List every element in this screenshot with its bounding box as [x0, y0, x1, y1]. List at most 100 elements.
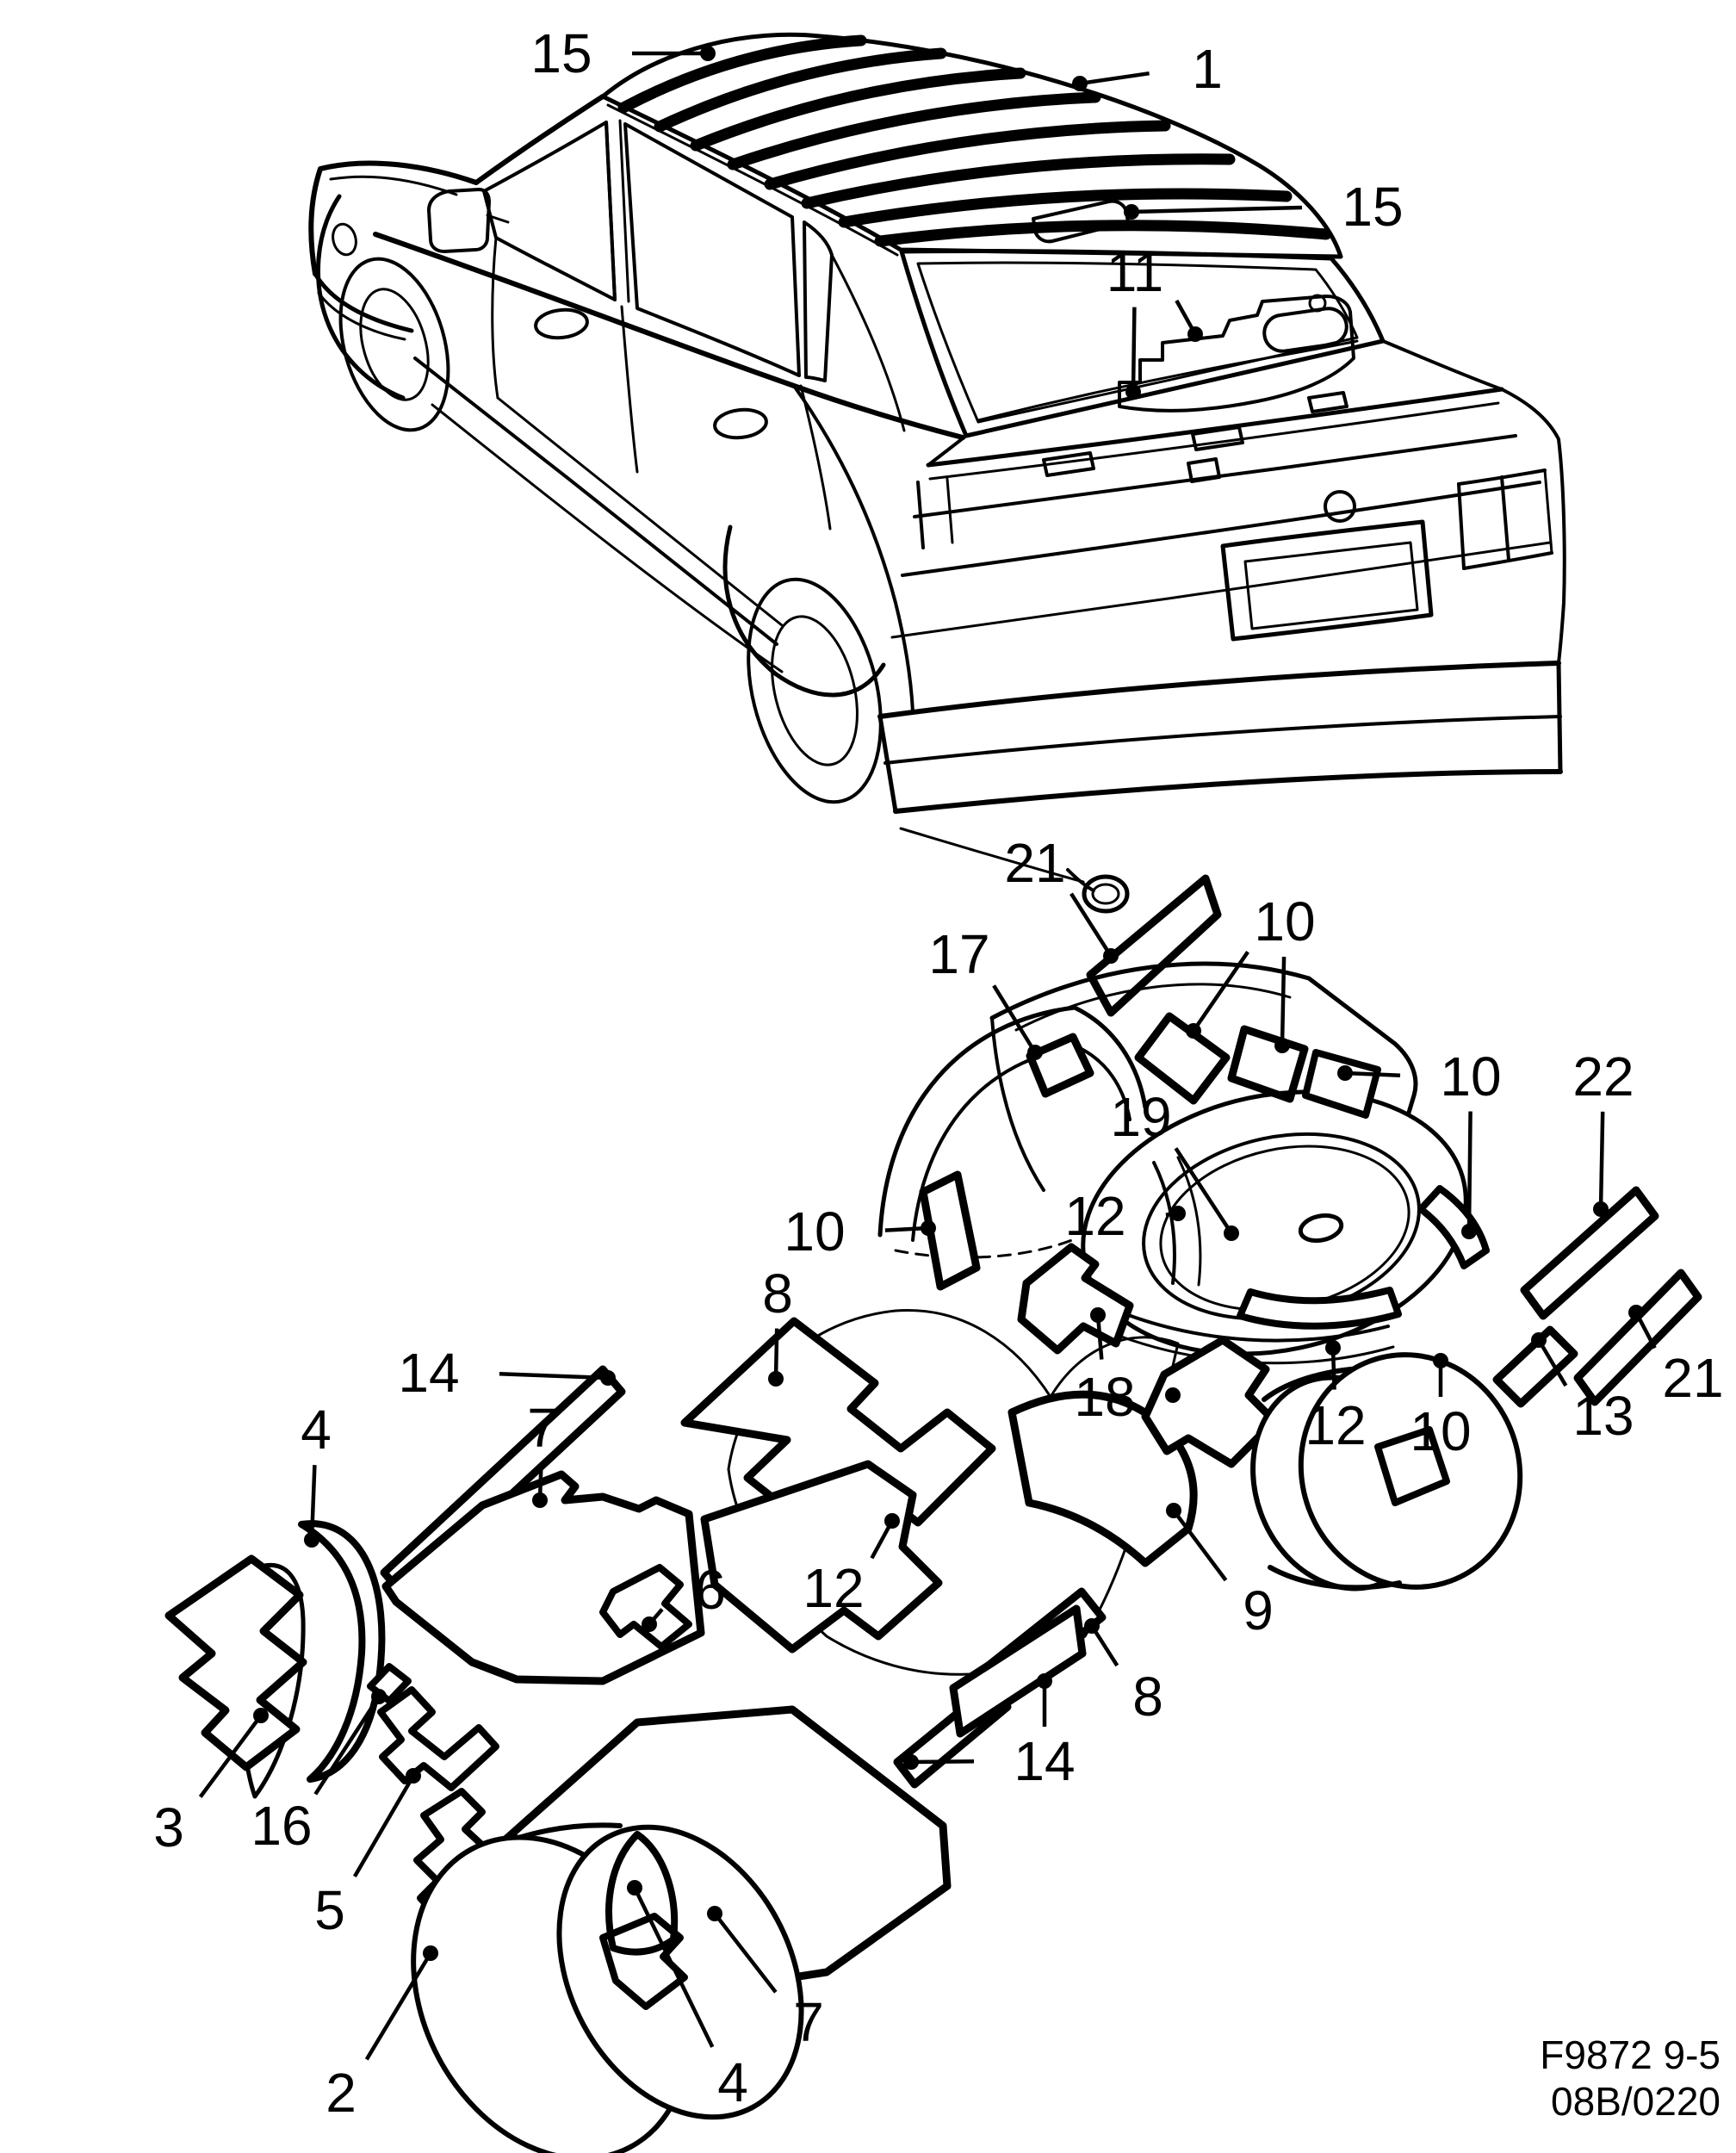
pad-18-upper [1017, 1243, 1134, 1355]
leader-line [309, 1465, 317, 1541]
callout-dot [1224, 1225, 1239, 1241]
callout-dot [700, 46, 716, 61]
callout-dot [1186, 1023, 1201, 1039]
callout-label-7-29: 7 [793, 1991, 824, 2053]
rear-fender-edge [1500, 388, 1566, 665]
rear-wheel [747, 577, 883, 804]
insulation-exploded-view [164, 874, 1702, 2153]
leader-line [632, 1887, 715, 2048]
callout-dot [1628, 1305, 1644, 1320]
callout-dot [1531, 1332, 1547, 1348]
pad-17 [1026, 1033, 1094, 1098]
callout-dot [423, 1945, 438, 1961]
leader-line [1192, 951, 1249, 1033]
callout-dot [1072, 76, 1088, 91]
leader-line [713, 1912, 778, 1994]
trunk-lid-edge [926, 387, 1504, 468]
callout-label-19-9: 19 [1110, 1086, 1171, 1148]
door-mirror [427, 188, 491, 253]
panel-code: 08B/0220 [1551, 2079, 1720, 2124]
callout-dot [1274, 1038, 1290, 1053]
callout-label-9-17: 9 [1243, 1579, 1274, 1641]
pad-22 [1520, 1186, 1659, 1320]
parcel-shelf-edge [976, 339, 1359, 422]
callout-dot [768, 1371, 784, 1387]
front-bumper [313, 271, 414, 333]
leader-line [1598, 1111, 1605, 1210]
callout-dot [642, 1616, 657, 1632]
callout-dot [1337, 1065, 1353, 1081]
rocker-line [413, 357, 778, 646]
pad-14-rear-a [949, 1604, 1087, 1738]
leader-line [1466, 1111, 1472, 1232]
rear-window [899, 248, 1386, 438]
side-indicator [332, 222, 357, 257]
shelf-slot [1262, 307, 1348, 353]
callout-dot [600, 1370, 616, 1386]
callout-dot [1325, 1340, 1341, 1356]
exhaust-pipe [1082, 874, 1130, 914]
callout-dot [371, 1689, 387, 1704]
leader-line [364, 1951, 432, 2061]
rear-door-window [623, 122, 801, 377]
callout-dot [627, 1880, 642, 1896]
callout-label-15-0: 15 [530, 22, 592, 84]
leader-line [499, 1372, 609, 1381]
callout-label-11-3: 11 [1107, 241, 1163, 303]
callout-dot [1090, 1307, 1106, 1323]
license-plate-recess [1220, 519, 1434, 642]
callout-dot [1593, 1201, 1609, 1217]
leader-line [1131, 307, 1137, 393]
roof-outline [600, 32, 1343, 259]
front-wheel [338, 257, 450, 432]
hood-edge [318, 160, 479, 185]
pad-5 [377, 1686, 499, 1791]
pad-10-well-right [1417, 1185, 1490, 1269]
pad-21-upper [1086, 874, 1222, 1017]
leader-line [773, 1328, 779, 1380]
callout-label-8-31: 8 [1132, 1666, 1163, 1728]
callout-label-2-27: 2 [326, 2062, 356, 2124]
callout-dot [1084, 1618, 1100, 1634]
callout-label-1-1: 1 [1192, 38, 1223, 100]
a-pillar [474, 94, 605, 185]
callout-label-18-12: 18 [1074, 1366, 1135, 1428]
callout-label-10-11: 10 [784, 1201, 845, 1263]
pad-12-tunnel [700, 1460, 943, 1654]
callout-label-14-30: 14 [1014, 1730, 1075, 1792]
callout-label-12-13: 12 [1305, 1394, 1366, 1456]
left-wheel-arch [877, 1005, 1148, 1238]
callout-label-4-28: 4 [717, 2051, 748, 2113]
leader-line [198, 1714, 263, 1798]
leader-line [1131, 205, 1303, 214]
pad-13 [1492, 1325, 1578, 1408]
callout-label-4-20: 4 [301, 1399, 332, 1461]
quarter-panel-edge [792, 384, 914, 713]
callout-label-16-25: 16 [251, 1795, 312, 1857]
callout-dot [1187, 326, 1203, 342]
callout-dot [406, 1768, 421, 1784]
rear-door-handle [713, 407, 768, 440]
nose-edge [308, 166, 323, 276]
callout-dot [1027, 1045, 1043, 1060]
leader-line [992, 984, 1037, 1054]
leader-line [1090, 1624, 1119, 1667]
rear-wheel-arch [722, 524, 886, 698]
leader-line [1344, 1070, 1401, 1077]
callout-label-12-10: 12 [1064, 1185, 1125, 1247]
callout-label-15-2: 15 [1342, 176, 1403, 238]
callout-dot [1124, 204, 1139, 220]
callout-dot [1170, 1206, 1186, 1221]
right-wheel-housing [1250, 1352, 1523, 1591]
front-wheel-housing [411, 1822, 804, 2153]
pad-18-lower [1141, 1336, 1279, 1468]
callout-dot [1433, 1353, 1448, 1368]
callout-label-17-6: 17 [928, 923, 989, 985]
callout-dot [903, 1754, 919, 1770]
callout-label-21-16: 21 [1662, 1347, 1723, 1409]
callout-label-10-14: 10 [1410, 1400, 1471, 1462]
callout-dot [1103, 948, 1119, 964]
leader-line [1280, 956, 1286, 1046]
third-brake-light [1032, 199, 1130, 244]
